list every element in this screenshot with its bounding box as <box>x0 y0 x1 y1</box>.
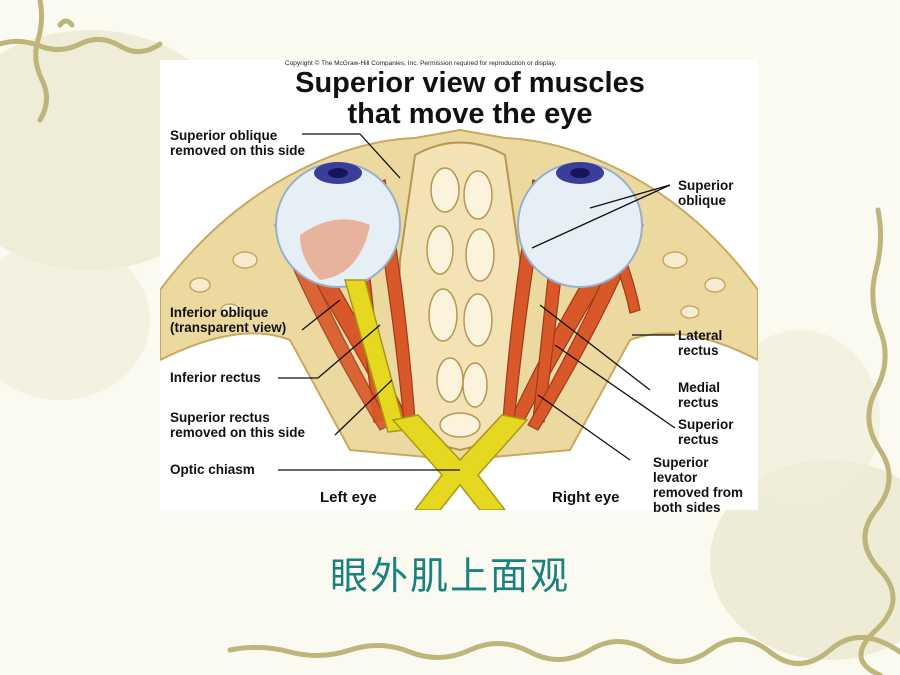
right-eyeball <box>517 162 643 288</box>
label-superior-oblique-removed: Superior oblique removed on this side <box>170 128 306 158</box>
label-superior-levator: Superior levator removed from both sides <box>653 455 744 515</box>
figure-title-line-2: that move the eye <box>347 98 593 130</box>
label-inferior-oblique: Inferior oblique (transparent view) <box>170 305 287 335</box>
label-optic-chiasm: Optic chiasm <box>170 462 255 477</box>
label-superior-rectus-removed: Superior rectus removed on this side <box>170 410 306 440</box>
label-right-eye: Right eye <box>552 489 620 506</box>
copyright-notice: Copyright © The McGraw-Hill Companies, I… <box>285 60 557 67</box>
central-bone-cells <box>426 167 495 438</box>
leaf-decoration-right <box>710 460 900 660</box>
label-superior-rectus: Superior rectus <box>678 417 734 447</box>
figure-title-line-1: Superior view of muscles <box>295 67 645 99</box>
label-inferior-rectus: Inferior rectus <box>170 370 261 385</box>
leaf-decoration-left-2 <box>0 240 150 400</box>
leader-lines <box>278 133 676 471</box>
vine-border-bottom <box>227 635 900 666</box>
leaf-decoration-right-2 <box>720 330 880 510</box>
central-bone <box>398 141 522 452</box>
left-eyeball <box>275 162 401 288</box>
eye-muscles-figure: Copyright © The McGraw-Hill Companies, I… <box>160 60 758 515</box>
label-lateral-rectus: Lateral rectus <box>678 328 723 358</box>
optic-chiasm <box>344 279 529 510</box>
bone-texture <box>189 251 726 319</box>
slide-caption: 眼外肌上面观 <box>329 554 570 598</box>
vine-border-top <box>0 0 163 123</box>
vine-border-right <box>858 207 896 675</box>
label-medial-rectus: Medial rectus <box>678 380 721 410</box>
figure-title: Superior view of muscles that move the e… <box>190 68 750 130</box>
anatomy-illustration <box>160 128 758 510</box>
label-left-eye: Left eye <box>320 489 377 506</box>
label-superior-oblique: Superior oblique <box>678 178 734 208</box>
